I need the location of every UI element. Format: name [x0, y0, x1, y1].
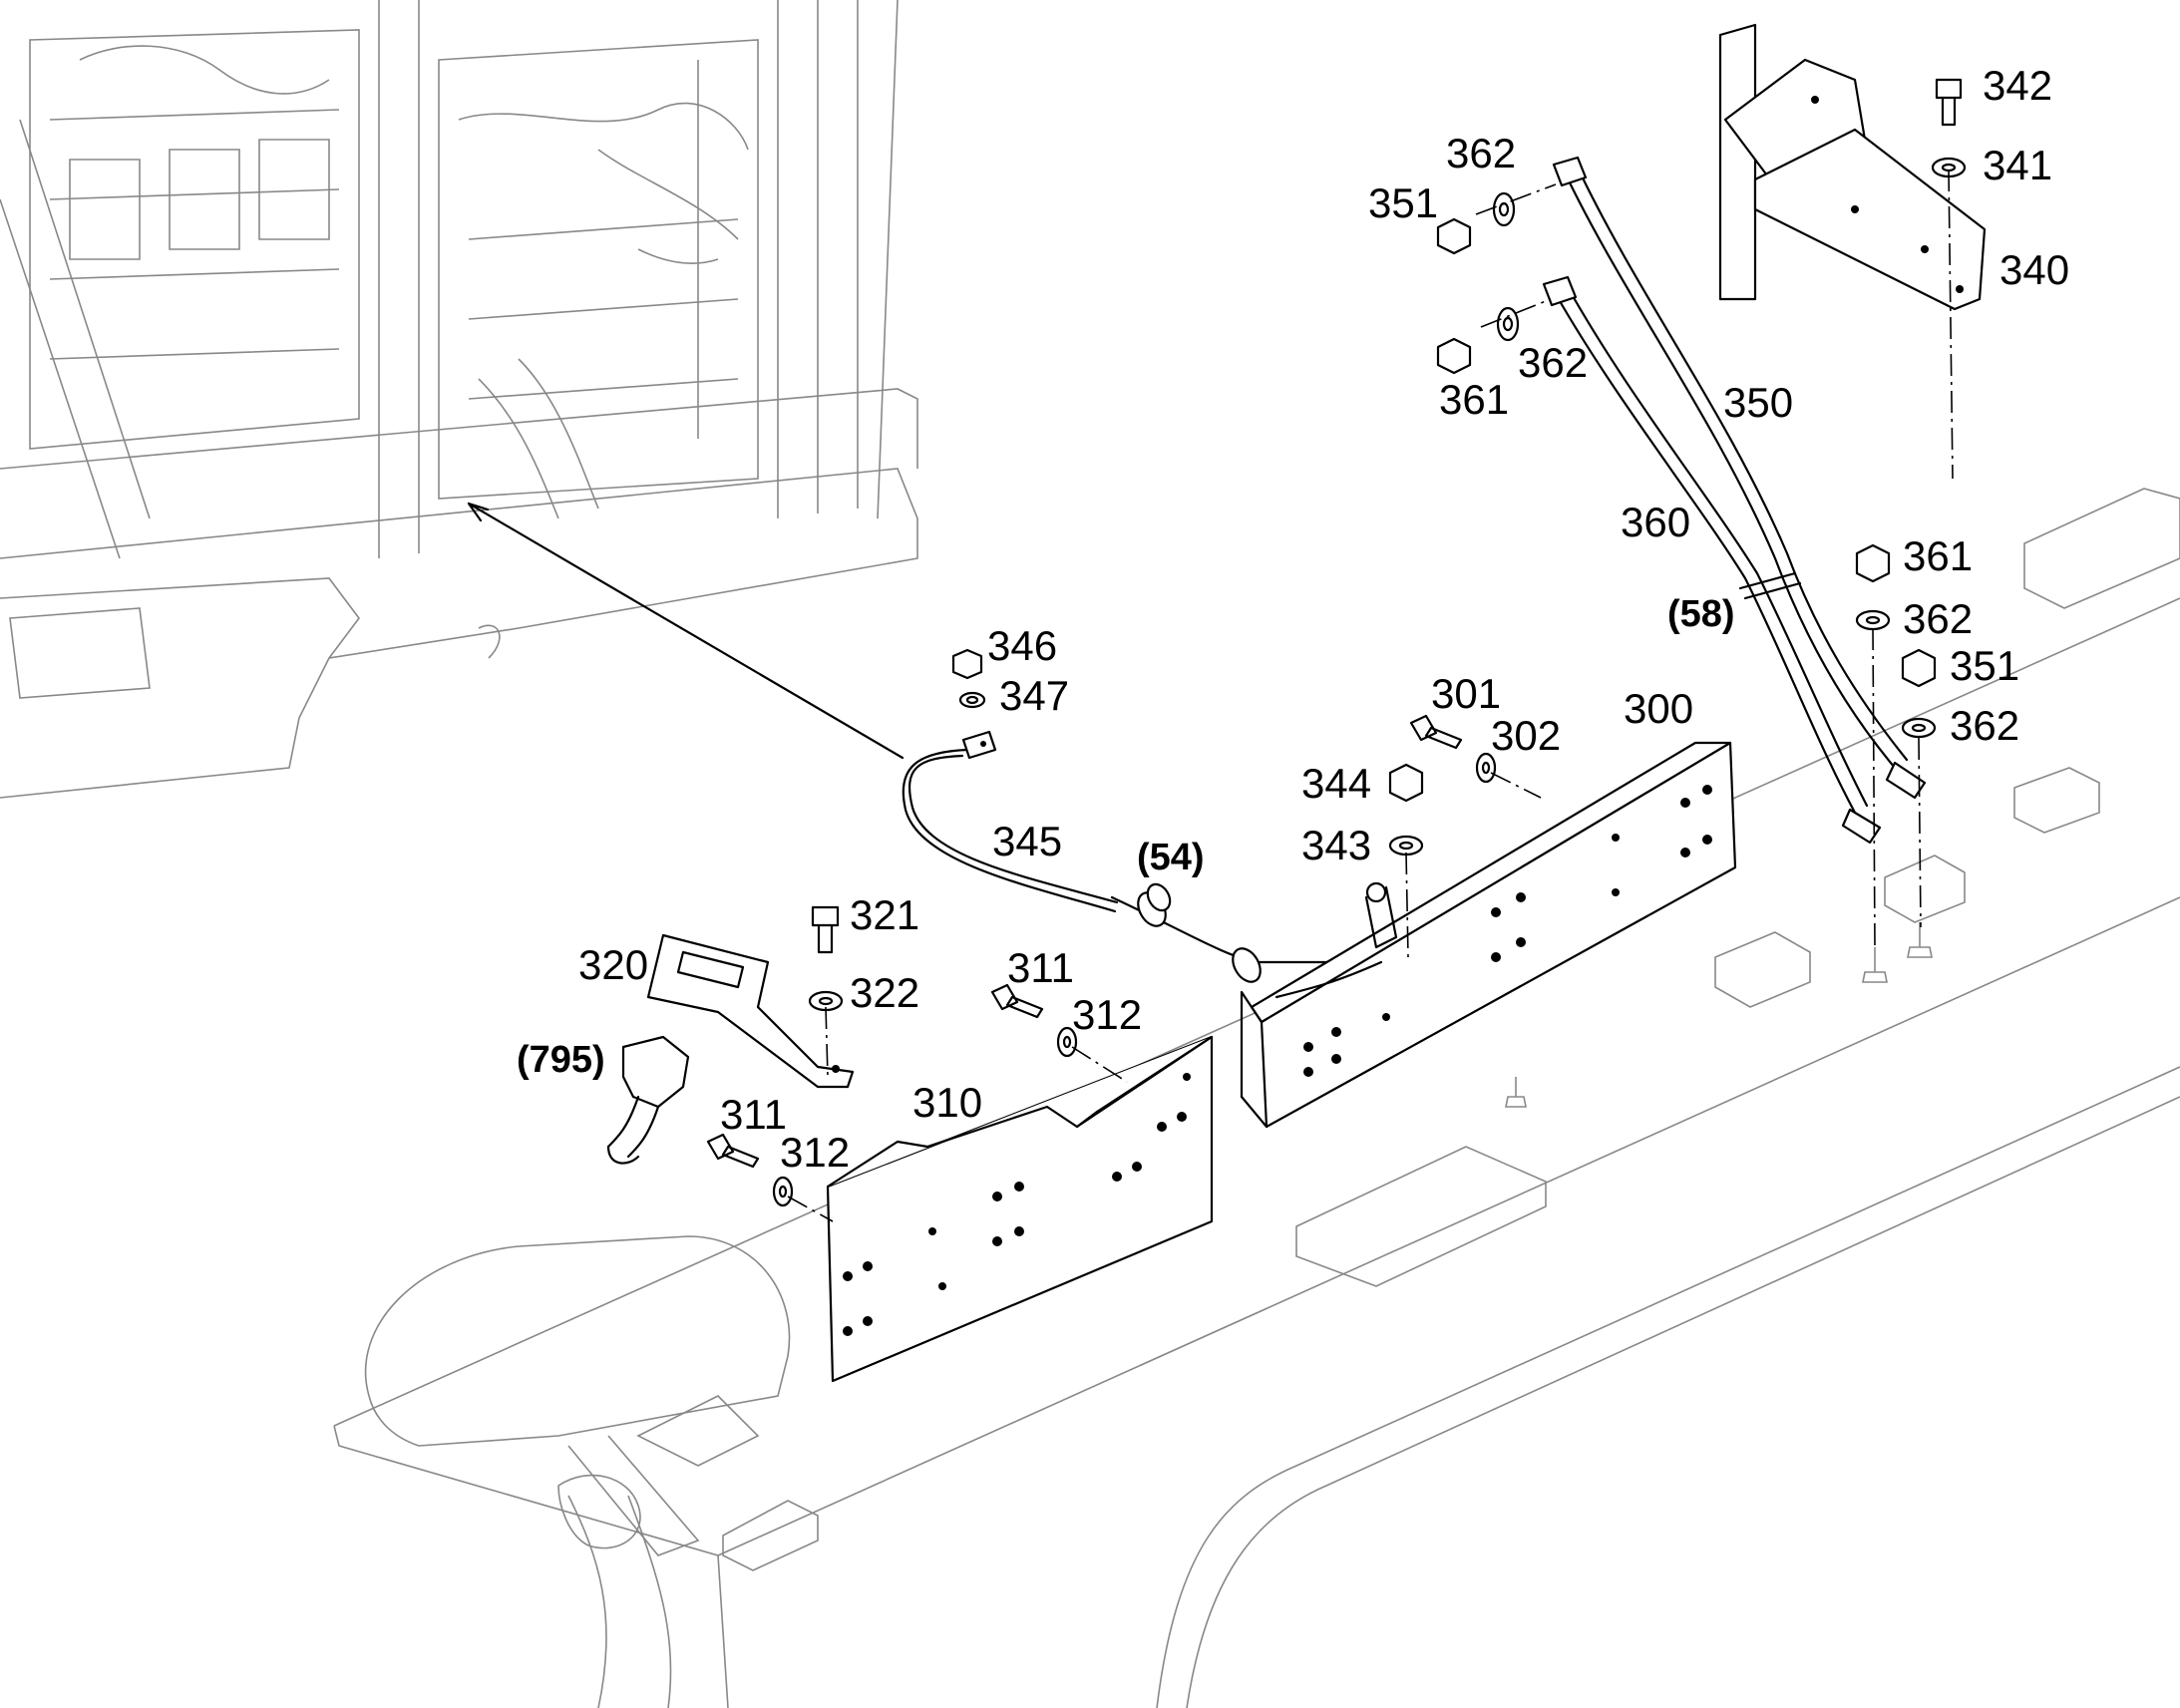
connector-795	[606, 1035, 690, 1165]
bracket-340	[1718, 23, 1987, 311]
callout-340: 340	[1999, 246, 2069, 293]
callout-310: 310	[912, 1079, 982, 1126]
ref-58: (58)	[1667, 593, 1735, 635]
ref-54: (54)	[1137, 837, 1205, 878]
callout-350: 350	[1723, 379, 1793, 426]
cable-345	[902, 730, 1398, 964]
cables-350-360	[1542, 156, 1927, 845]
callout-362-a: 362	[1446, 130, 1516, 176]
leader-line	[467, 502, 905, 760]
bracket-300	[1137, 741, 1737, 1129]
callout-322: 322	[850, 969, 919, 1016]
callout-362-b: 362	[1518, 339, 1588, 386]
callout-360: 360	[1621, 499, 1690, 545]
callout-312-b: 312	[780, 1129, 850, 1176]
callout-345: 345	[992, 818, 1062, 864]
callout-311-b: 311	[720, 1091, 787, 1138]
callout-320: 320	[578, 941, 648, 988]
chassis-frame	[333, 488, 2180, 1708]
callout-351-b: 351	[1950, 642, 2019, 689]
callout-351-a: 351	[1368, 179, 1438, 226]
callout-347: 347	[999, 672, 1069, 719]
callout-321: 321	[850, 891, 919, 938]
callout-343: 343	[1301, 822, 1371, 868]
callout-312-a: 312	[1072, 991, 1142, 1038]
callout-361-b: 361	[1903, 532, 1973, 579]
callout-362-c: 362	[1903, 595, 1973, 642]
callout-301: 301	[1431, 670, 1501, 717]
callout-300: 300	[1624, 685, 1693, 732]
callout-342: 342	[1983, 62, 2052, 109]
ref-795: (795)	[517, 1039, 605, 1081]
callout-302: 302	[1491, 712, 1561, 759]
callout-311-a: 311	[1007, 944, 1074, 991]
engine-compartment	[0, 0, 918, 799]
center-lines	[787, 169, 1954, 1222]
bracket-320	[646, 933, 855, 1089]
callout-362-d: 362	[1950, 702, 2019, 749]
callout-361-a: 361	[1439, 376, 1509, 423]
fasteners	[706, 78, 1967, 1207]
bracket-310	[826, 1035, 1214, 1383]
callout-labels: 342 341 340 362 351 362 361 350 360 (58)…	[517, 62, 2069, 1176]
callout-341: 341	[1983, 142, 2052, 188]
callout-346: 346	[987, 622, 1057, 669]
callout-344: 344	[1301, 760, 1371, 807]
